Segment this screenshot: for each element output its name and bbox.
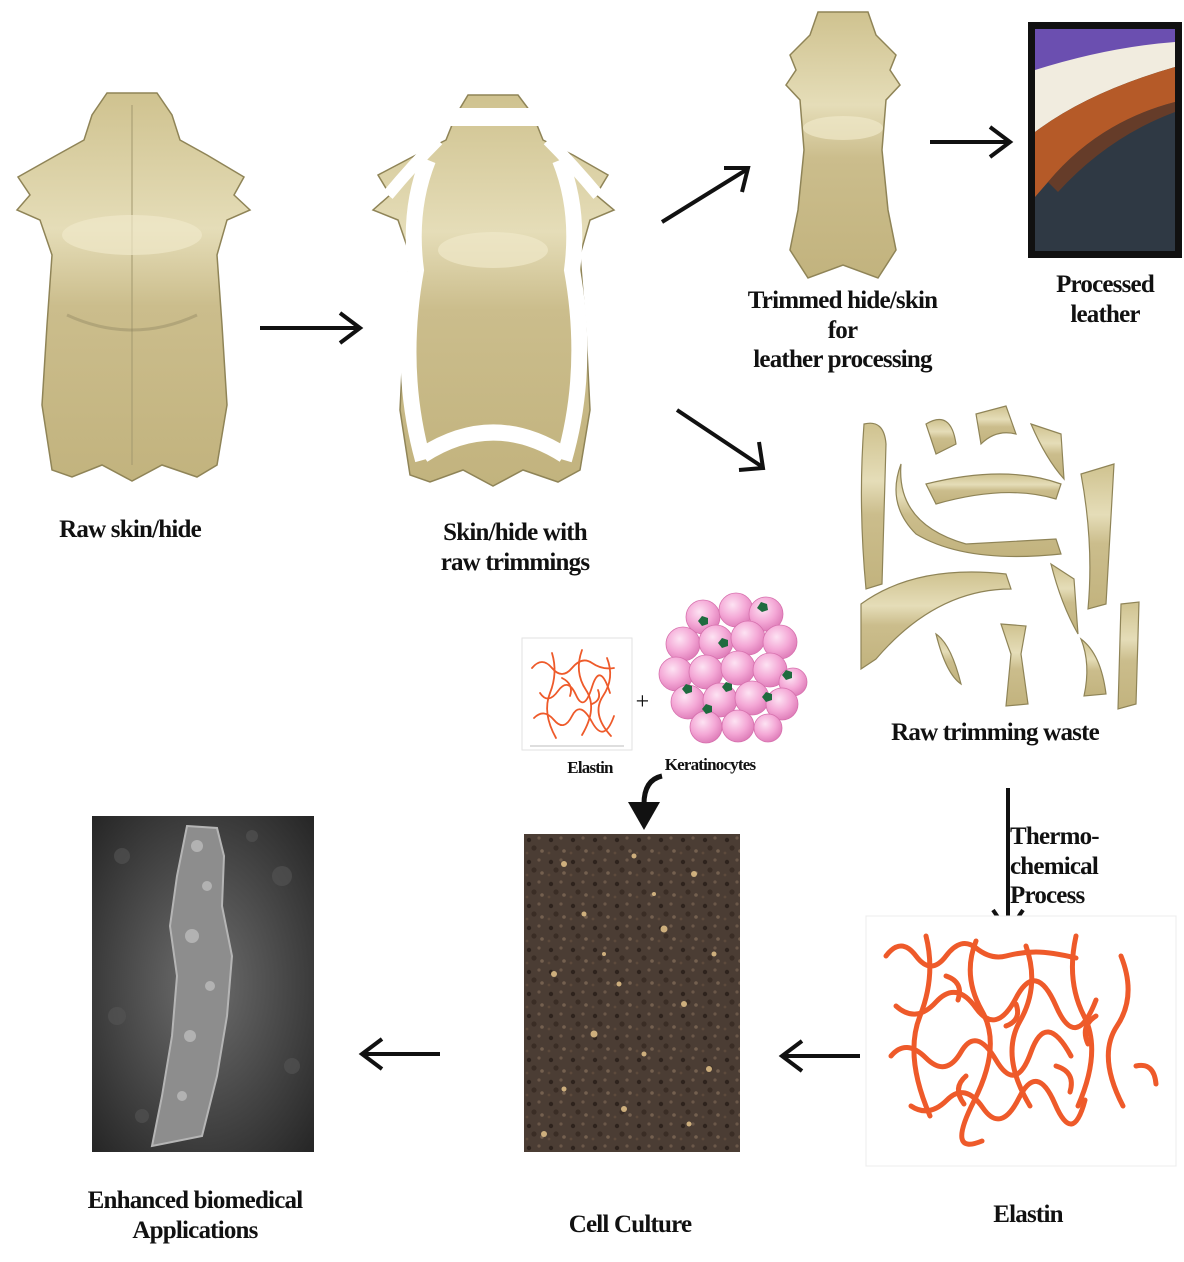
raw-trimming-waste-label: Raw trimming waste [890, 718, 1100, 748]
raw-skin-label: Raw skin/hide [40, 515, 220, 545]
sem-biomedical-image [92, 816, 314, 1152]
skin-trimmings-label: Skin/hide with raw trimmings [415, 518, 615, 577]
right-arrow-icon [928, 122, 1018, 162]
thermo-chemical-label: Thermo-chemical Process [1010, 822, 1175, 911]
down-right-arrow-icon [673, 404, 773, 476]
raw-hide-image [12, 85, 252, 485]
raw-trimming-waste-image [856, 404, 1141, 724]
processed-leather-image [1028, 22, 1182, 258]
elastin-small-image [522, 638, 632, 750]
cell-culture-label: Cell Culture [545, 1210, 715, 1240]
applications-label: Enhanced biomedical Applications [80, 1186, 310, 1245]
elastin-label: Elastin [968, 1200, 1088, 1230]
left-arrow-icon [776, 1036, 862, 1076]
trimmed-outline-hide-image [368, 70, 618, 490]
up-right-arrow-icon [658, 160, 758, 230]
trimmed-hide-image [778, 10, 908, 285]
processed-leather-label: Processed leather [1040, 270, 1170, 329]
keratinocytes-image [658, 592, 808, 752]
trimmed-hide-label: Trimmed hide/skin for leather processing [735, 286, 950, 375]
left-arrow-icon [356, 1034, 442, 1074]
right-arrow-icon [258, 308, 368, 348]
curved-down-arrow-icon [620, 772, 670, 834]
cell-culture-image [524, 834, 740, 1152]
elastin-image [866, 916, 1176, 1166]
plus-sign: + [630, 688, 654, 716]
